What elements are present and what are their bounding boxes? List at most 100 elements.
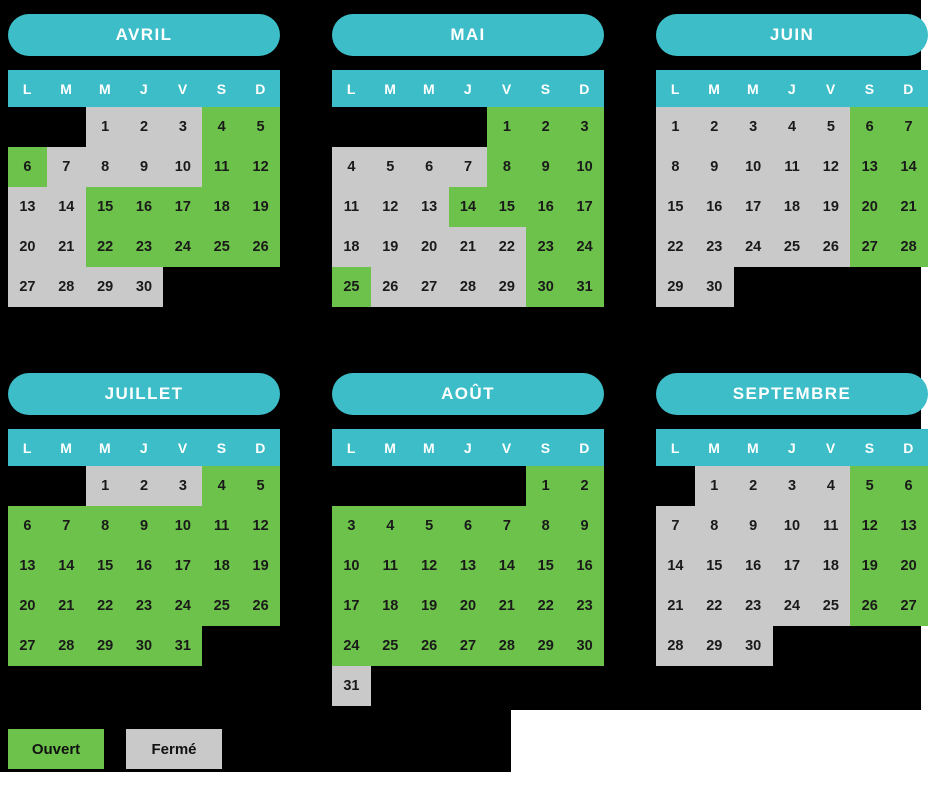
day-cell[interactable]: 29 xyxy=(694,626,734,666)
day-cell[interactable]: 16 xyxy=(565,546,604,586)
day-cell[interactable]: 3 xyxy=(163,466,203,506)
day-cell[interactable]: 28 xyxy=(487,626,527,666)
day-cell[interactable]: 25 xyxy=(202,586,242,626)
day-cell[interactable]: 13 xyxy=(8,187,47,227)
day-cell[interactable]: 24 xyxy=(733,227,773,267)
day-cell[interactable]: 24 xyxy=(332,626,371,666)
day-cell[interactable]: 1 xyxy=(487,107,527,147)
day-cell[interactable]: 19 xyxy=(811,187,851,227)
day-cell[interactable]: 15 xyxy=(694,546,734,586)
day-cell[interactable]: 12 xyxy=(241,506,280,546)
day-cell[interactable]: 25 xyxy=(811,586,851,626)
day-cell[interactable]: 23 xyxy=(124,586,164,626)
day-cell[interactable]: 31 xyxy=(332,666,371,706)
day-cell[interactable]: 28 xyxy=(448,267,488,307)
day-cell[interactable]: 2 xyxy=(124,466,164,506)
day-cell[interactable]: 5 xyxy=(370,147,410,187)
day-cell[interactable]: 5 xyxy=(850,466,890,506)
day-cell[interactable]: 21 xyxy=(487,586,527,626)
day-cell[interactable]: 2 xyxy=(526,107,566,147)
day-cell[interactable]: 11 xyxy=(332,187,371,227)
day-cell[interactable]: 6 xyxy=(8,147,47,187)
day-cell[interactable]: 14 xyxy=(487,546,527,586)
day-cell[interactable]: 14 xyxy=(46,546,86,586)
day-cell[interactable]: 14 xyxy=(448,187,488,227)
day-cell[interactable]: 26 xyxy=(409,626,449,666)
day-cell[interactable]: 28 xyxy=(656,626,695,666)
day-cell[interactable]: 16 xyxy=(526,187,566,227)
day-cell[interactable]: 27 xyxy=(8,626,47,666)
day-cell[interactable]: 4 xyxy=(202,466,242,506)
day-cell[interactable]: 6 xyxy=(850,107,890,147)
day-cell[interactable]: 8 xyxy=(85,147,125,187)
day-cell[interactable]: 17 xyxy=(163,546,203,586)
day-cell[interactable]: 2 xyxy=(733,466,773,506)
day-cell[interactable]: 25 xyxy=(202,227,242,267)
day-cell[interactable]: 21 xyxy=(46,586,86,626)
day-cell[interactable]: 30 xyxy=(526,267,566,307)
day-cell[interactable]: 24 xyxy=(163,227,203,267)
day-cell[interactable]: 17 xyxy=(332,586,371,626)
day-cell[interactable]: 13 xyxy=(409,187,449,227)
day-cell[interactable]: 5 xyxy=(241,107,280,147)
day-cell[interactable]: 17 xyxy=(733,187,773,227)
day-cell[interactable]: 20 xyxy=(850,187,890,227)
day-cell[interactable]: 5 xyxy=(811,107,851,147)
day-cell[interactable]: 24 xyxy=(772,586,812,626)
day-cell[interactable]: 9 xyxy=(565,506,604,546)
day-cell[interactable]: 25 xyxy=(772,227,812,267)
day-cell[interactable]: 7 xyxy=(889,107,928,147)
day-cell[interactable]: 6 xyxy=(8,506,47,546)
day-cell[interactable]: 25 xyxy=(370,626,410,666)
day-cell[interactable]: 1 xyxy=(85,466,125,506)
day-cell[interactable]: 22 xyxy=(487,227,527,267)
day-cell[interactable]: 29 xyxy=(85,267,125,307)
day-cell[interactable]: 20 xyxy=(889,546,928,586)
day-cell[interactable]: 11 xyxy=(370,546,410,586)
day-cell[interactable]: 4 xyxy=(811,466,851,506)
day-cell[interactable]: 29 xyxy=(85,626,125,666)
day-cell[interactable]: 29 xyxy=(656,267,695,307)
day-cell[interactable]: 21 xyxy=(46,227,86,267)
day-cell[interactable]: 22 xyxy=(85,227,125,267)
day-cell[interactable]: 10 xyxy=(733,147,773,187)
day-cell[interactable]: 20 xyxy=(8,586,47,626)
day-cell[interactable]: 19 xyxy=(370,227,410,267)
day-cell[interactable]: 16 xyxy=(694,187,734,227)
day-cell[interactable]: 12 xyxy=(409,546,449,586)
day-cell[interactable]: 14 xyxy=(889,147,928,187)
day-cell[interactable]: 10 xyxy=(565,147,604,187)
day-cell[interactable]: 8 xyxy=(694,506,734,546)
day-cell[interactable]: 1 xyxy=(656,107,695,147)
day-cell[interactable]: 13 xyxy=(448,546,488,586)
day-cell[interactable]: 26 xyxy=(811,227,851,267)
day-cell[interactable]: 22 xyxy=(526,586,566,626)
day-cell[interactable]: 30 xyxy=(124,267,164,307)
day-cell[interactable]: 18 xyxy=(811,546,851,586)
day-cell[interactable]: 28 xyxy=(46,267,86,307)
day-cell[interactable]: 22 xyxy=(694,586,734,626)
day-cell[interactable]: 8 xyxy=(656,147,695,187)
day-cell[interactable]: 27 xyxy=(409,267,449,307)
day-cell[interactable]: 8 xyxy=(526,506,566,546)
day-cell[interactable]: 23 xyxy=(526,227,566,267)
day-cell[interactable]: 11 xyxy=(811,506,851,546)
day-cell[interactable]: 23 xyxy=(733,586,773,626)
day-cell[interactable]: 12 xyxy=(241,147,280,187)
day-cell[interactable]: 8 xyxy=(85,506,125,546)
day-cell[interactable]: 23 xyxy=(565,586,604,626)
day-cell[interactable]: 16 xyxy=(124,546,164,586)
day-cell[interactable]: 6 xyxy=(448,506,488,546)
day-cell[interactable]: 13 xyxy=(8,546,47,586)
day-cell[interactable]: 24 xyxy=(163,586,203,626)
day-cell[interactable]: 2 xyxy=(565,466,604,506)
day-cell[interactable]: 30 xyxy=(124,626,164,666)
day-cell[interactable]: 4 xyxy=(332,147,371,187)
day-cell[interactable]: 19 xyxy=(850,546,890,586)
day-cell[interactable]: 26 xyxy=(370,267,410,307)
day-cell[interactable]: 27 xyxy=(889,586,928,626)
day-cell[interactable]: 3 xyxy=(772,466,812,506)
day-cell[interactable]: 26 xyxy=(850,586,890,626)
day-cell[interactable]: 7 xyxy=(448,147,488,187)
day-cell[interactable]: 24 xyxy=(565,227,604,267)
